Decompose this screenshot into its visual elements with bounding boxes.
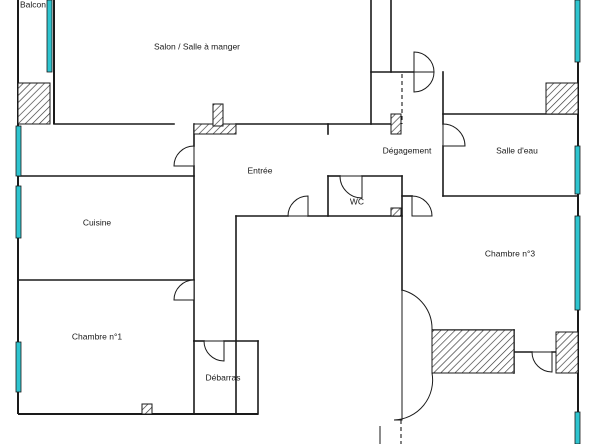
- room-label-degagement: Dégagement: [383, 145, 432, 155]
- room-label-salle-eau: Salle d'eau: [496, 145, 538, 155]
- room-label-salon: Salon / Salle à manger: [154, 41, 240, 51]
- door-swings: [173, 51, 553, 421]
- room-label-balcon: Balcon: [20, 0, 46, 9]
- dashed-partitions: [379, 74, 403, 444]
- room-label-entree: Entrée: [247, 165, 272, 175]
- room-label-chambre3: Chambre n°3: [485, 248, 535, 258]
- hatched-columns: [17, 82, 579, 415]
- room-label-chambre1: Chambre n°1: [72, 331, 122, 341]
- windows: [15, 0, 581, 444]
- room-labels: Balcon Salon / Salle à manger Entrée Dég…: [20, 0, 538, 382]
- room-label-debarras: Débarras: [206, 372, 241, 382]
- room-label-wc: WC: [350, 196, 364, 206]
- room-label-cuisine: Cuisine: [83, 217, 112, 227]
